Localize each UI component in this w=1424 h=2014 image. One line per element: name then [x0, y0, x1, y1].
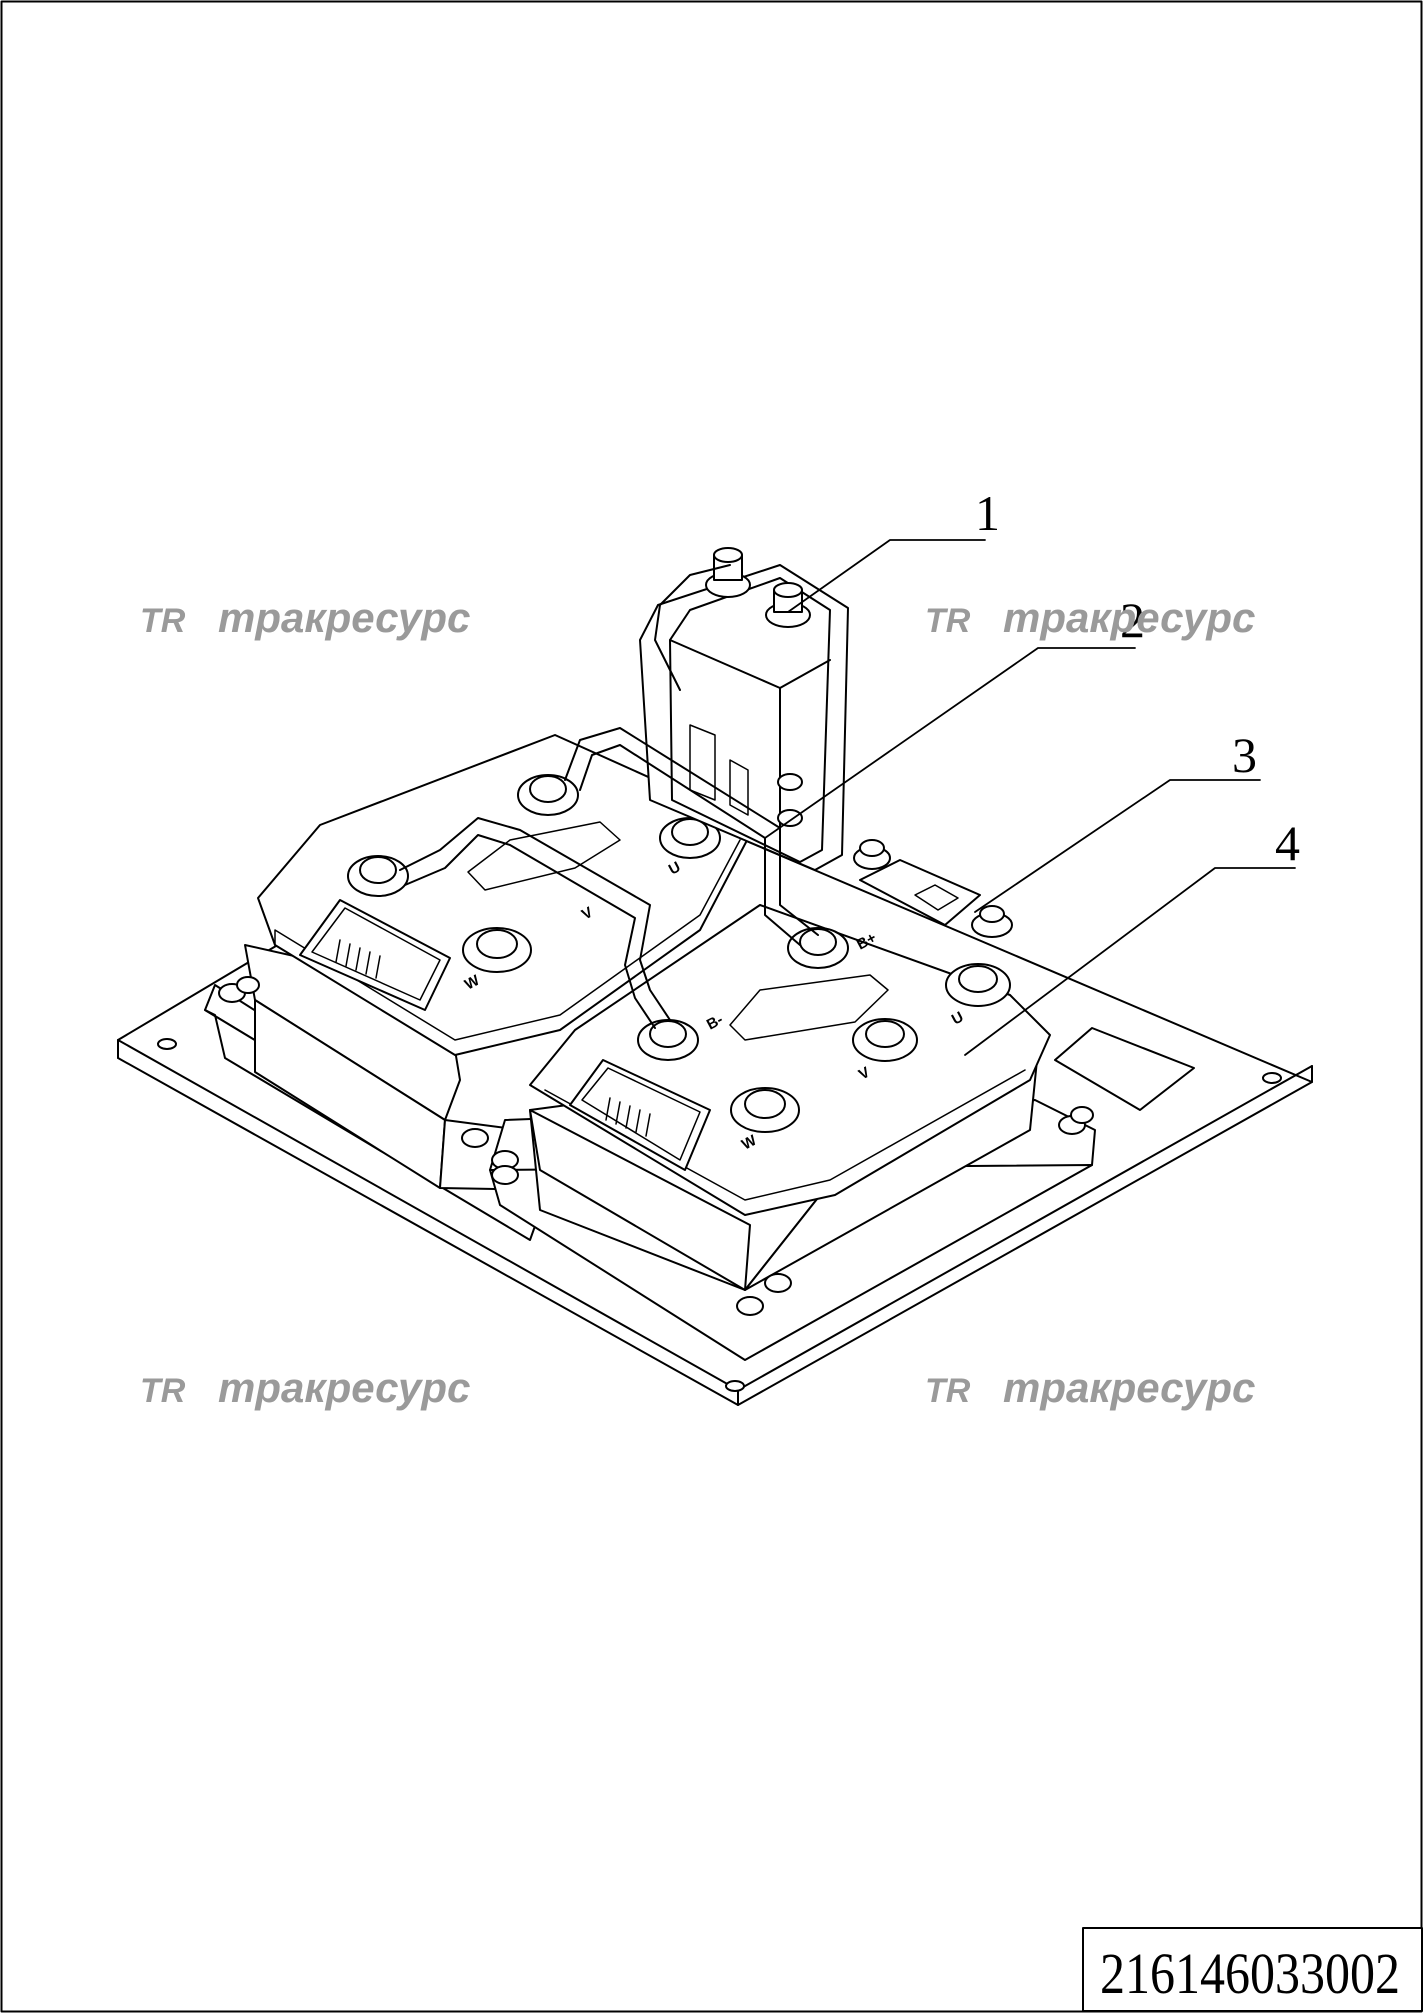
title-block: 216146033002 — [1082, 1927, 1423, 2012]
left-controller: W V U — [204, 734, 756, 1241]
svg-text:TR: TR — [925, 602, 971, 640]
watermark-bottom-right: TR тракресурс — [925, 1364, 1255, 1411]
svg-text:тракресурс: тракресурс — [218, 594, 470, 641]
drawing-number: 216146033002 — [1100, 1941, 1400, 2006]
watermark-top-right: TR тракресурс — [925, 594, 1255, 641]
svg-text:тракресурс: тракресурс — [218, 1364, 470, 1411]
svg-text:тракресурс: тракресурс — [1003, 1364, 1255, 1411]
svg-text:TR: TR — [925, 1372, 971, 1410]
callout-4: 4 — [1275, 815, 1300, 871]
right-controller: W V U B+ B- — [489, 904, 1096, 1361]
callout-1: 1 — [975, 485, 1000, 541]
callout-3: 3 — [1232, 727, 1257, 783]
watermark-top-left: TR тракресурс — [140, 594, 470, 641]
right-label-bminus: B- — [704, 1011, 726, 1033]
contactor — [639, 547, 849, 871]
watermark-bottom-left: TR тракресурс — [140, 1364, 470, 1411]
svg-text:TR: TR — [140, 602, 186, 640]
svg-text:тракресурс: тракресурс — [1003, 594, 1255, 641]
svg-text:TR: TR — [140, 1372, 186, 1410]
bus-bars — [399, 564, 819, 1029]
callout-leaders — [764, 539, 1296, 1056]
fuse-block — [853, 839, 1013, 938]
callout-2: 2 — [1120, 592, 1145, 648]
flange-bolts — [218, 976, 1094, 1316]
